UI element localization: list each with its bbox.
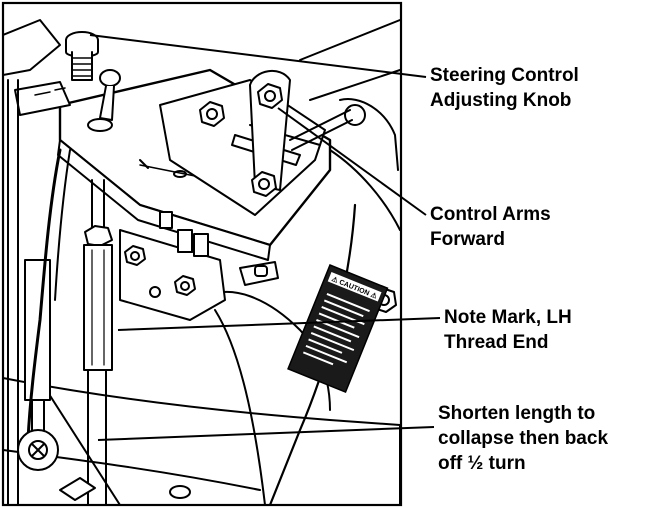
connector-blocks [159, 211, 209, 257]
callout-control-arms-line1: Control Arms [430, 204, 551, 225]
frame-upper [299, 19, 401, 231]
bottom-ellipse [169, 485, 191, 499]
bracket-top [339, 98, 399, 171]
callout-shorten-length-line2: collapse then back [438, 428, 609, 449]
callout-control-arms: Control Arms Forward [430, 202, 551, 252]
image-frame [1, 1, 403, 507]
leader-note-mark [117, 317, 441, 331]
cable-clip [239, 261, 279, 286]
callout-shorten-length: Shorten length to collapse then back off… [438, 401, 608, 476]
scale-mark [173, 170, 187, 178]
left-post [7, 79, 19, 505]
upper-left-bracket [3, 19, 61, 76]
callout-note-mark: Note Mark, LH Thread End [444, 305, 572, 355]
callout-steering-knob-line2: Adjusting Knob [430, 90, 572, 111]
mid-bracket [119, 229, 226, 321]
decal-arrows [34, 87, 66, 96]
scale-arrow-l [139, 159, 149, 169]
warning-decal: ⚠ CAUTION ⚠ [287, 264, 389, 394]
hose [26, 148, 62, 442]
link-rod [289, 109, 353, 151]
callout-note-mark-line1: Note Mark, LH [444, 307, 572, 328]
leader-shorten-length [97, 426, 435, 441]
lever [87, 69, 121, 132]
steering-knob [65, 31, 99, 81]
callout-note-mark-line2: Thread End [444, 332, 549, 353]
callout-steering-knob-line1: Steering Control [430, 65, 579, 86]
callout-shorten-length-line1: Shorten length to [438, 403, 596, 424]
leader-control-arms [277, 107, 427, 216]
bolt-top-right [344, 104, 366, 126]
lower-housing [3, 377, 401, 505]
arm-top-bolt [257, 83, 283, 109]
mid-hole [149, 286, 161, 298]
eye-bolt [17, 429, 59, 471]
hose-2 [54, 149, 71, 301]
turnbuckle [83, 179, 113, 505]
mid-bolt-1 [124, 245, 146, 266]
callout-steering-knob: Steering Control Adjusting Knob [430, 63, 579, 113]
leader-steering-knob [89, 34, 427, 78]
mid-bolt-2 [174, 275, 196, 296]
callout-control-arms-line2: Forward [430, 229, 505, 250]
decal-text-lines [302, 293, 370, 366]
bottom-left-detail [59, 477, 96, 501]
arm-bottom-bolt [251, 171, 277, 197]
plate-bolt [199, 101, 225, 127]
callout-shorten-length-line3: off ½ turn [438, 453, 526, 474]
